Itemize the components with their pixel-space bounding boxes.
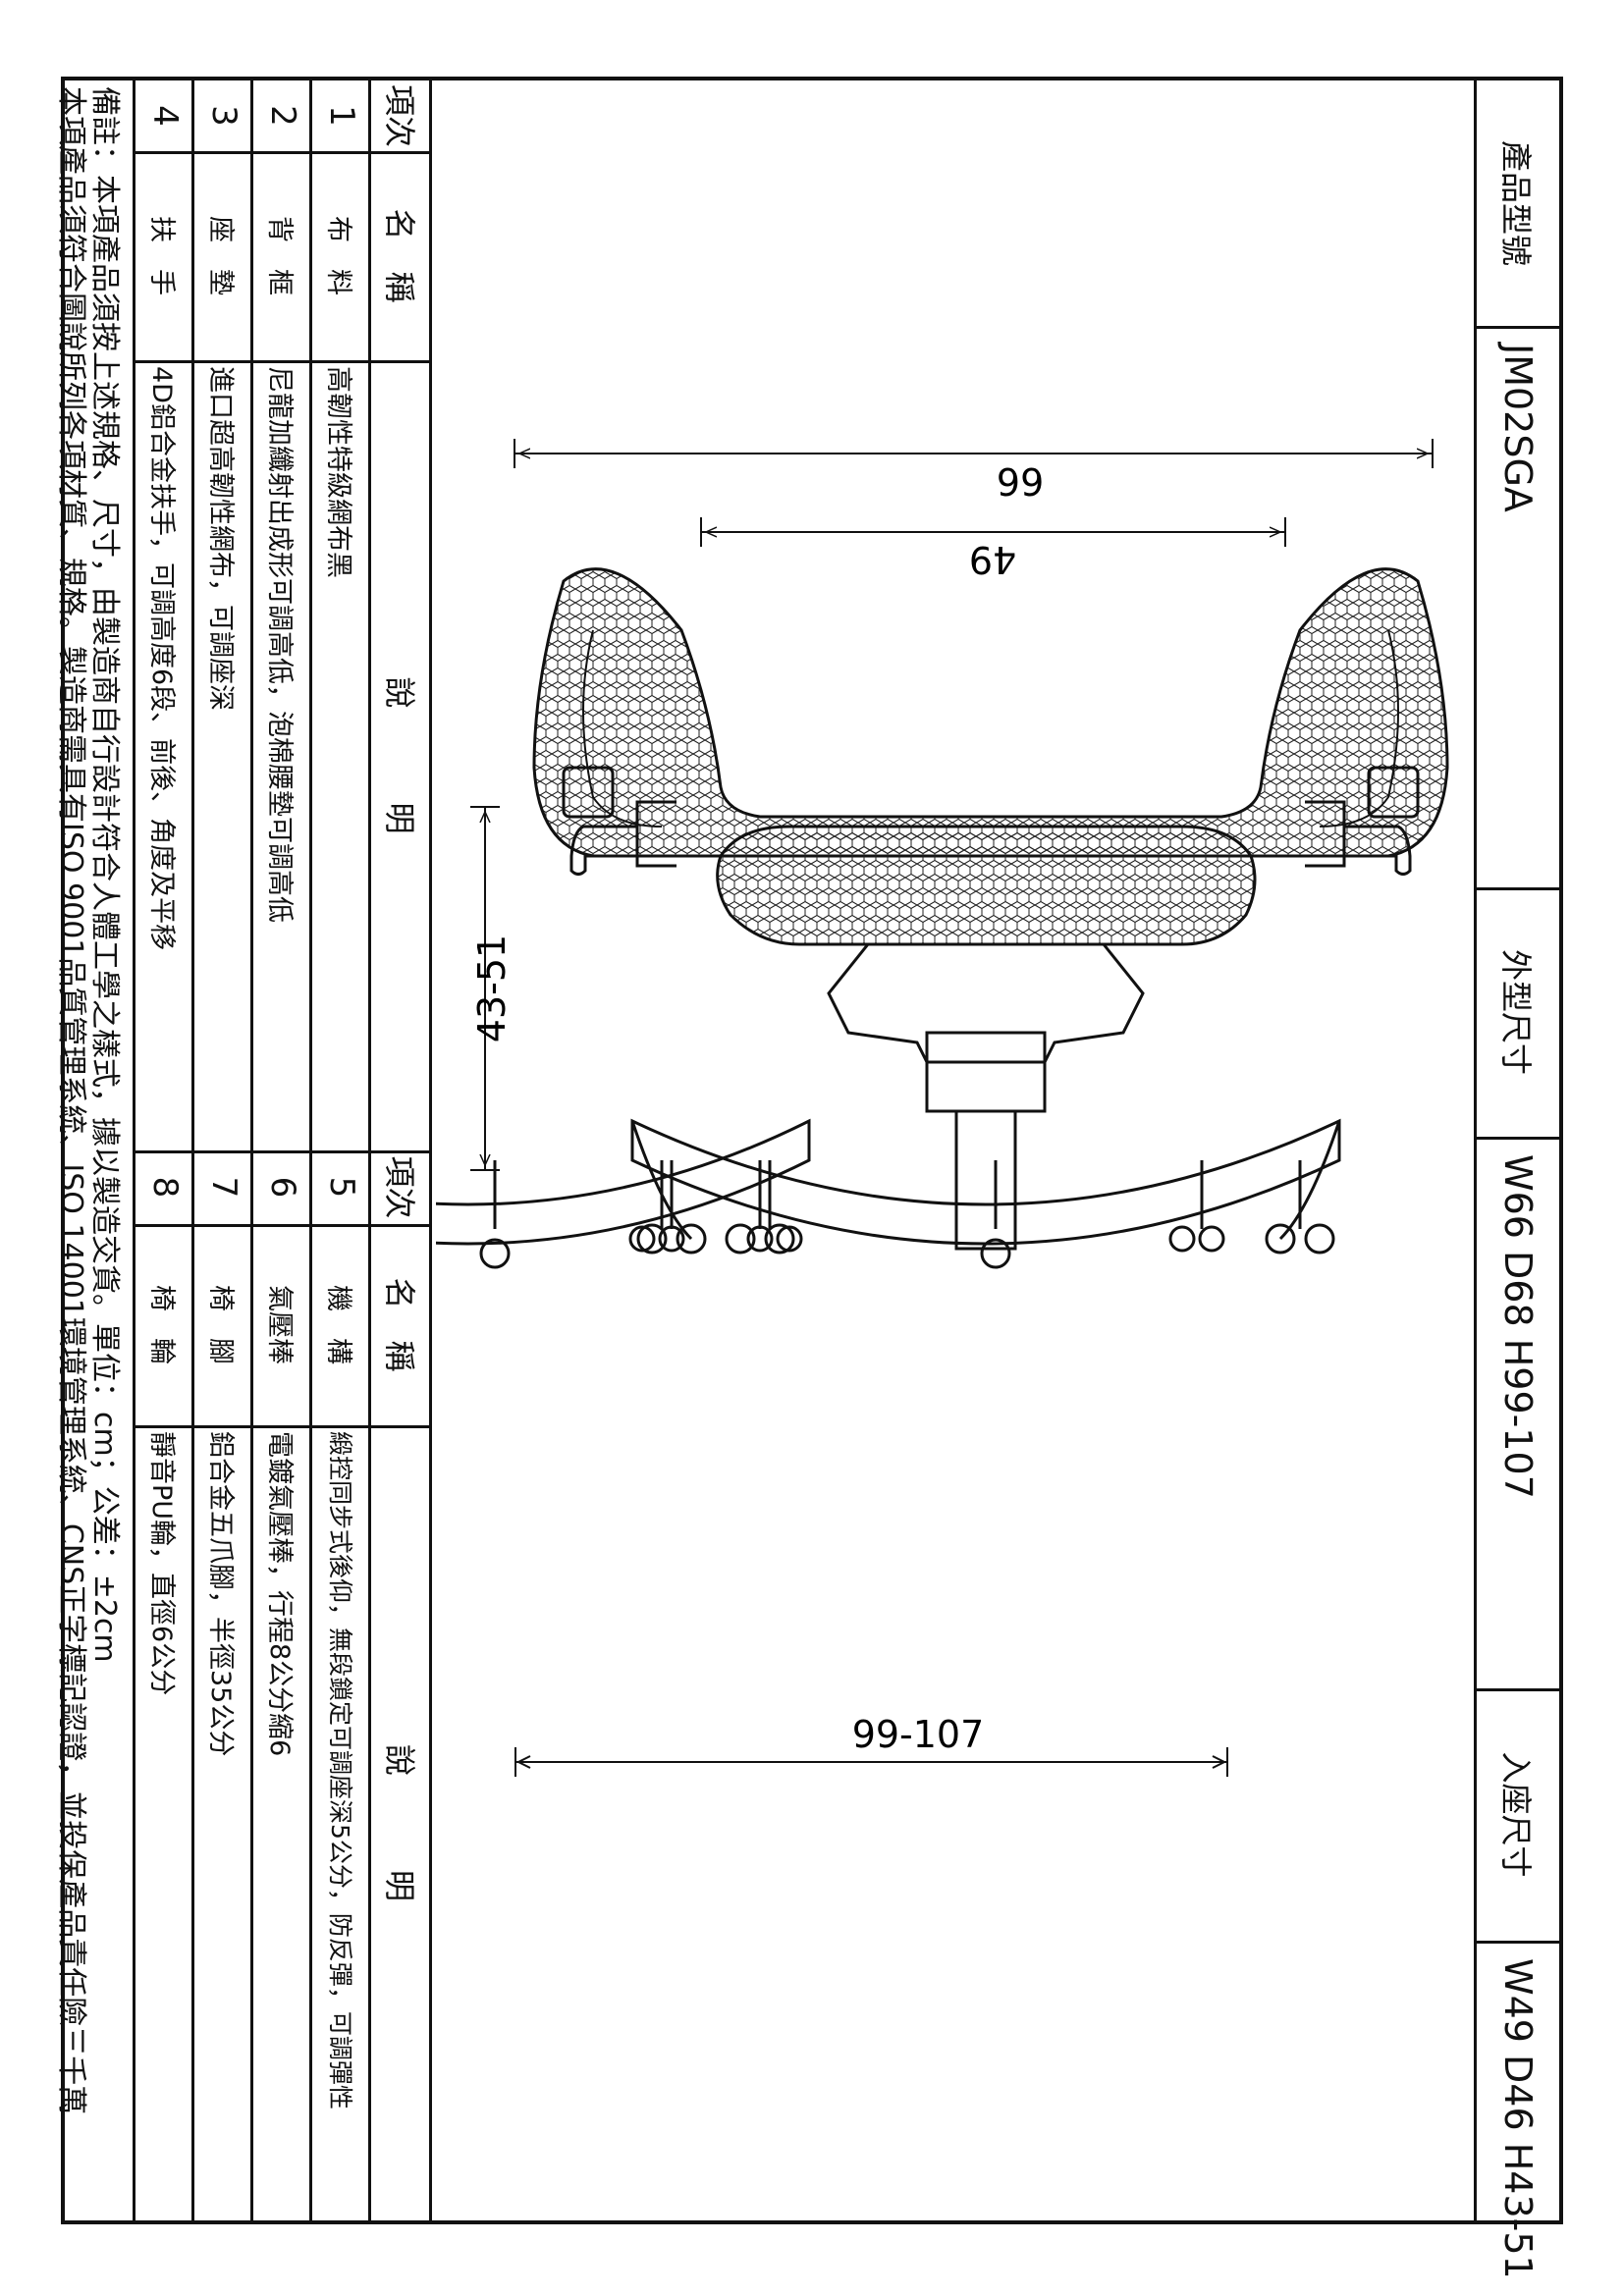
front-seat — [716, 825, 1257, 946]
front-dimensions — [470, 439, 1434, 1171]
front-width-inner-label: 49 — [969, 538, 1016, 581]
front-view — [532, 567, 1449, 1269]
front-width-outer-label: 66 — [997, 459, 1044, 503]
side-view — [436, 1118, 811, 1269]
drawing-frame: 產品型號 JM02SGA 外型尺寸 W66 D68 H99-107 入座尺寸 W… — [54, 77, 1563, 2279]
front-arm-right — [569, 800, 677, 876]
side-casters — [436, 1160, 795, 1269]
front-base — [630, 1118, 1341, 1246]
front-arm-left — [1305, 800, 1412, 876]
front-seat-height-label: 43-51 — [470, 934, 514, 1042]
side-total-height-label: 99-107 — [852, 1713, 985, 1756]
side-base — [436, 1118, 811, 1246]
chair-drawing: 66 49 43-51 — [436, 439, 1449, 1269]
